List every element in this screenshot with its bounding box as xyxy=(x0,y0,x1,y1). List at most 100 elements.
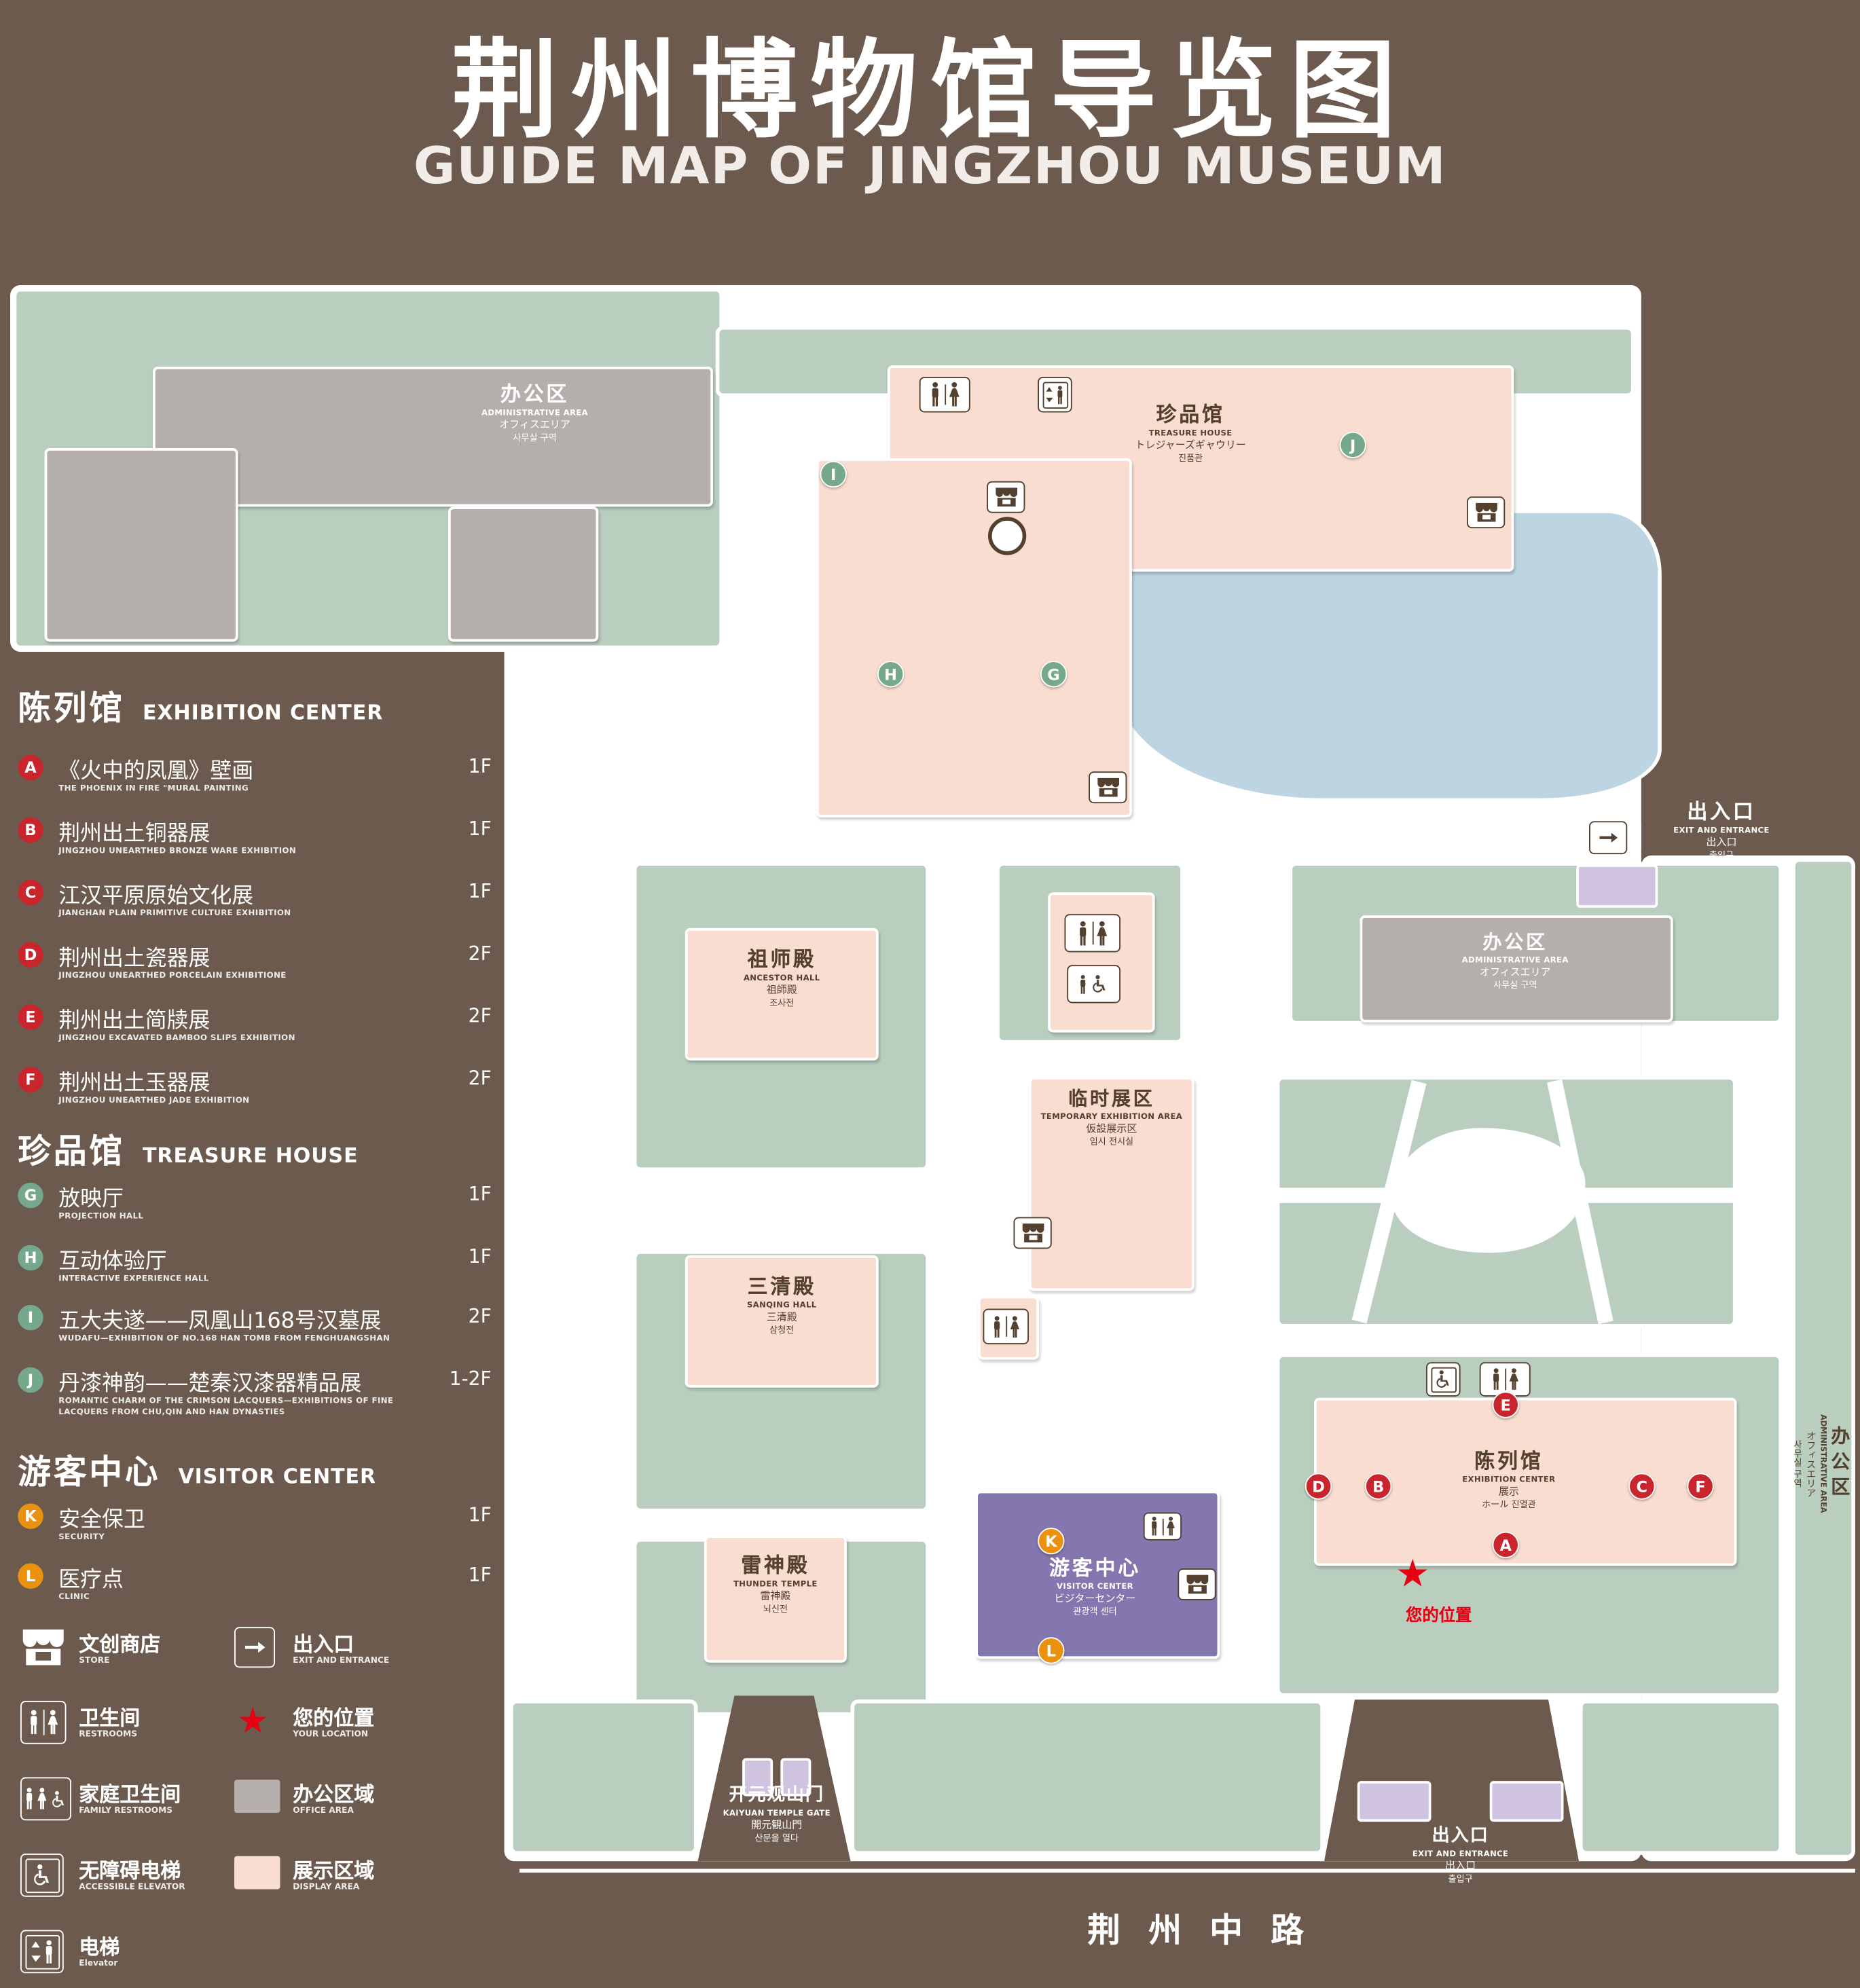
legend-section-exhibition: 陈列馆 EXHIBITION CENTER xyxy=(18,682,383,729)
section-title-en: VISITOR CENTER xyxy=(178,1464,377,1488)
building-temporary-exhibition xyxy=(1029,1077,1195,1291)
label-en: TEMPORARY EXHIBITION AREA xyxy=(1040,1112,1183,1122)
label-ko: 산문을 열다 xyxy=(754,1833,799,1843)
gate-pad-2 xyxy=(780,1758,812,1797)
symbol-zh: 出入口 xyxy=(293,1632,354,1657)
symbol-en: EXIT AND ENTRANCE xyxy=(293,1655,390,1665)
label-ko: 사무실 구역 xyxy=(513,432,557,443)
label-ja: オフィスエリア xyxy=(499,419,570,431)
store-icon xyxy=(20,1627,67,1668)
exit-icon xyxy=(1589,821,1628,855)
label-ja: 展示 xyxy=(1498,1486,1519,1498)
label-ja: 三清殿 xyxy=(766,1311,797,1323)
label-en: EXHIBITION CENTER xyxy=(1462,1475,1556,1485)
item-floor: 1F xyxy=(468,1563,492,1587)
admin-top-label: 办公区 ADMINISTRATIVE AREA オフィスエリア 사무실 구역 xyxy=(420,382,650,445)
building-admin-top-annex xyxy=(448,507,599,642)
label-zh: 办公区 xyxy=(500,382,570,407)
label-zh: 祖师殿 xyxy=(747,947,816,972)
label-en: ADMINISTRATIVE AREA xyxy=(481,408,588,418)
family-restroom-icon xyxy=(1067,965,1120,1004)
store-icon xyxy=(1178,1568,1216,1600)
your-location-star-icon: ★ xyxy=(236,1699,269,1742)
restroom-icon xyxy=(1479,1362,1531,1397)
label-ko: 임시 전시실 xyxy=(1089,1137,1134,1147)
label-ko: 사무실 구역 xyxy=(1793,1440,1803,1488)
store-icon xyxy=(1467,496,1506,529)
symbol-zh: 文创商店 xyxy=(79,1632,161,1657)
store-icon xyxy=(987,481,1025,513)
label-ja: 雷神殿 xyxy=(760,1590,791,1602)
badge-d: D xyxy=(18,942,43,968)
legend-item-h: H 互动体验厅 INTERACTIVE EXPERIENCE HALL 1F xyxy=(18,1244,499,1302)
exit-icon xyxy=(234,1627,275,1668)
temporary-exhibition-label: 临时展区 TEMPORARY EXHIBITION AREA 仮設展示区 임시 … xyxy=(1035,1087,1188,1149)
sanqing-hall-label: 三清殿 SANQING HALL 三清殿 삼청전 xyxy=(704,1274,860,1338)
item-zh: 医疗点 xyxy=(58,1567,124,1593)
item-en: JINGZHOU EXCAVATED BAMBOO SLIPS EXHIBITI… xyxy=(58,1033,295,1043)
symbol-zh: 电梯 xyxy=(79,1935,120,1959)
item-zh: 江汉平原原始文化展 xyxy=(58,883,254,909)
item-floor: 1F xyxy=(468,879,492,903)
label-ko: 삼청전 xyxy=(769,1325,795,1336)
label-zh: 办公区 xyxy=(1482,930,1548,954)
label-ko: 관광객 센터 xyxy=(1073,1606,1117,1617)
symbol-zh: 展示区域 xyxy=(293,1858,375,1883)
item-en: PROJECTION HALL xyxy=(58,1212,144,1221)
section-title-zh: 珍品馆 xyxy=(18,1133,125,1171)
building-exhibition-center xyxy=(1314,1397,1737,1566)
item-en: THE PHOENIX IN FIRE "MURAL PAINTING xyxy=(58,784,249,794)
badge-l: L xyxy=(18,1563,43,1589)
symbol-en: ACCESSIBLE ELEVATOR xyxy=(79,1881,185,1892)
zone-bottom-mid xyxy=(850,1699,1324,1855)
label-en: KAIYUAN TEMPLE GATE xyxy=(723,1808,831,1818)
item-floor: 1F xyxy=(468,1182,492,1206)
label-ko: 사무실 구역 xyxy=(1493,980,1537,991)
symbol-zh: 无障碍电梯 xyxy=(79,1858,181,1883)
legend-item-i: I 五大夫遂——凤凰山168号汉墓展 WUDAFU—EXHIBITION OF … xyxy=(18,1304,499,1362)
section-title-en: EXHIBITION CENTER xyxy=(143,700,384,724)
legend-item-k: K 安全保卫 SECURITY 1F xyxy=(18,1503,499,1561)
your-location-label: 您的位置 xyxy=(1405,1606,1472,1626)
page-title: 荆州博物馆导览图 xyxy=(451,28,1409,153)
exit-right-label: 出入口 EXIT AND ENTRANCE 出入口 출입구 xyxy=(1645,800,1798,863)
exit-pad-right xyxy=(1576,864,1658,908)
badge-c: C xyxy=(18,879,43,906)
label-ja: オフィスエリア xyxy=(1479,966,1551,978)
symbol-en: Elevator xyxy=(79,1957,118,1968)
marker-a: A xyxy=(1492,1531,1519,1558)
item-en: JINGZHOU UNEARTHED PORCELAIN EXHIBITIONE xyxy=(58,971,287,980)
legend-section-visitor: 游客中心 VISITOR CENTER xyxy=(18,1446,376,1493)
item-floor: 2F xyxy=(468,1067,492,1090)
treasure-house-label: 珍品馆 TREASURE HOUSE トレジャーズギャウリー 진품관 xyxy=(1089,403,1292,466)
your-location-star-icon: ★ xyxy=(1396,1551,1430,1597)
restroom-icon xyxy=(1064,914,1120,953)
label-ja: オフィスエリア xyxy=(1805,1431,1817,1498)
item-zh: 放映厅 xyxy=(58,1186,124,1213)
item-floor: 1F xyxy=(468,754,492,778)
item-floor: 1F xyxy=(468,1503,492,1527)
item-en: JINGZHOU UNEARTHED JADE EXHIBITION xyxy=(58,1096,250,1105)
label-ko: 진품관 xyxy=(1178,453,1203,464)
legend-item-e: E 荆州出土简牍展 JINGZHOU EXCAVATED BAMBOO SLIP… xyxy=(18,1004,499,1062)
legend-item-f: F 荆州出土玉器展 JINGZHOU UNEARTHED JADE EXHIBI… xyxy=(18,1065,499,1124)
accessible-elevator-icon xyxy=(1426,1362,1461,1397)
display-area-swatch xyxy=(234,1856,280,1890)
building-thunder-temple xyxy=(704,1535,847,1663)
badge-f: F xyxy=(18,1067,43,1092)
label-ja: 出入口 xyxy=(1445,1859,1476,1871)
legend-item-c: C 江汉平原原始文化展 JIANGHAN PLAIN PRIMITIVE CUL… xyxy=(18,879,499,937)
item-floor: 1-2F xyxy=(449,1367,492,1391)
label-zh: 游客中心 xyxy=(1048,1556,1141,1580)
gate-pad-1 xyxy=(742,1758,773,1797)
label-en: EXIT AND ENTRANCE xyxy=(1412,1849,1509,1858)
item-en: JINGZHOU UNEARTHED BRONZE WARE EXHIBITIO… xyxy=(58,846,297,855)
label-zh: 珍品馆 xyxy=(1156,402,1225,427)
marker-j: J xyxy=(1339,431,1366,458)
label-en: EXIT AND ENTRANCE xyxy=(1673,826,1770,835)
item-floor: 1F xyxy=(468,1245,492,1268)
building-ancestor-hall xyxy=(685,927,879,1061)
legend-item-l: L 医疗点 CLINIC 1F xyxy=(18,1562,499,1621)
item-en: ROMANTIC CHARM OF THE CRIMSON LACQUERS—E… xyxy=(58,1396,394,1418)
